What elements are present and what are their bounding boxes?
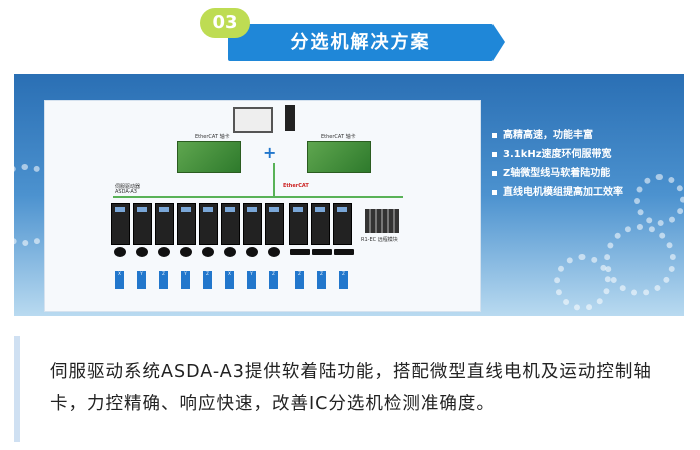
servo-drive: [265, 203, 284, 245]
feature-item: 3.1kHz速度环伺服带宽: [492, 145, 682, 160]
ethercat-card-right: [307, 141, 371, 173]
motor-icon: [136, 247, 148, 257]
solution-banner: EtherCAT 轴卡 EtherCAT 轴卡 + 伺服驱动器 ASDA-A3 …: [14, 74, 684, 316]
axis-label: Z: [159, 271, 168, 289]
feature-item: 高精高速，功能丰富: [492, 126, 682, 141]
axis-label: Y: [181, 271, 190, 289]
servo-drive: [243, 203, 262, 245]
description-paragraph: 伺服驱动系统ASDA-A3提供软着陆功能，搭配微型直线电机及运动控制轴卡，力控精…: [50, 362, 652, 414]
computer-tower-icon: [285, 105, 295, 131]
quote-stripe: [14, 336, 20, 442]
servo-drive: [289, 203, 308, 245]
axis-label: Y: [137, 271, 146, 289]
servo-drive: [221, 203, 240, 245]
feature-item: 直线电机模组提高加工效率: [492, 183, 682, 198]
remote-module-label: R1-EC 远程模块: [361, 237, 398, 243]
servo-drive: [111, 203, 130, 245]
motor-icon: [158, 247, 170, 257]
motor-icon: [202, 247, 214, 257]
motor-icon: [114, 247, 126, 257]
feature-text: 直线电机模组提高加工效率: [503, 187, 623, 198]
servo-drive: [333, 203, 352, 245]
bullet-icon: [492, 132, 497, 138]
gear-icon: [554, 254, 611, 311]
section-title: 分选机解决方案: [290, 32, 431, 53]
remote-io-module: [365, 209, 399, 233]
system-diagram: EtherCAT 轴卡 EtherCAT 轴卡 + 伺服驱动器 ASDA-A3 …: [44, 100, 481, 312]
axis-label: Z: [295, 271, 304, 289]
servo-drive: [133, 203, 152, 245]
plus-icon: +: [263, 143, 277, 162]
ethercat-card-left: [177, 141, 241, 173]
linear-motor-icon: [312, 249, 332, 255]
axis-label: X: [115, 271, 124, 289]
axis-label: Y: [247, 271, 256, 289]
bullet-icon: [492, 170, 497, 176]
feature-text: Z轴微型线马软着陆功能: [503, 168, 611, 179]
gear-icon: [634, 174, 684, 226]
gear-icon: [604, 224, 676, 296]
bullet-icon: [492, 189, 497, 195]
servo-drive: [311, 203, 330, 245]
servo-drive: [155, 203, 174, 245]
ethercat-bus-drop: [273, 163, 275, 196]
motor-icon: [180, 247, 192, 257]
motor-icon: [246, 247, 258, 257]
ethercat-bus-line: [113, 196, 403, 198]
feature-text: 高精高速，功能丰富: [503, 130, 593, 141]
axis-label: Z: [317, 271, 326, 289]
motor-icon: [268, 247, 280, 257]
servo-drive: [177, 203, 196, 245]
feature-text: 3.1kHz速度环伺服带宽: [503, 149, 612, 160]
section-title-bar: 分选机解决方案: [228, 24, 505, 61]
axis-label: Z: [203, 271, 212, 289]
linear-motor-icon: [334, 249, 354, 255]
axis-label: X: [225, 271, 234, 289]
linear-motor-icon: [290, 249, 310, 255]
motor-icon: [224, 247, 236, 257]
computer-icon: [233, 107, 273, 133]
card-left-label: EtherCAT 轴卡: [195, 134, 230, 140]
bullet-icon: [492, 151, 497, 157]
drive-group-label: 伺服驱动器: [115, 184, 141, 190]
ethercat-tag: EtherCAT: [283, 183, 309, 189]
section-number-badge: 03: [200, 8, 250, 38]
axis-label: Z: [269, 271, 278, 289]
drive-model-label: ASDA-A3: [115, 189, 137, 195]
axis-label: Z: [339, 271, 348, 289]
card-right-label: EtherCAT 轴卡: [321, 134, 356, 140]
servo-drive: [199, 203, 218, 245]
feature-item: Z轴微型线马软着陆功能: [492, 164, 682, 179]
